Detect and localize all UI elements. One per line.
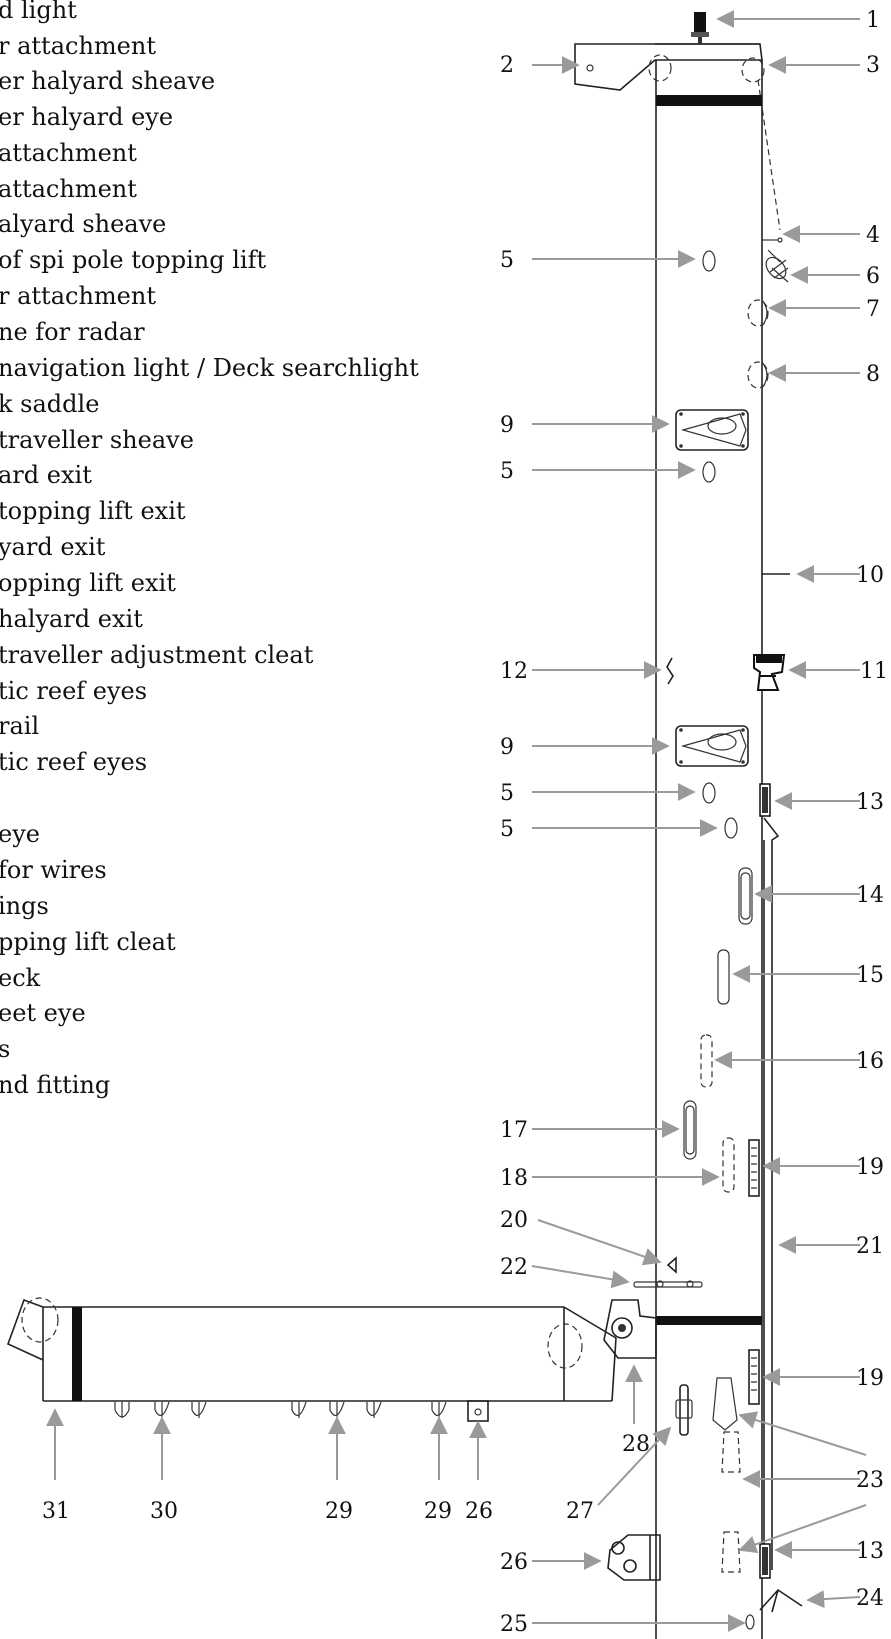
callout-21: 21 xyxy=(856,1234,884,1259)
callout-31: 31 xyxy=(42,1499,70,1524)
legend-item-1: d light xyxy=(0,0,77,24)
callout-26b: 26 xyxy=(500,1550,528,1575)
legend-item-16: yard exit xyxy=(0,533,106,561)
callout-5b: 5 xyxy=(500,459,514,484)
mast-band-boom xyxy=(656,1316,762,1325)
callout-9b: 9 xyxy=(500,735,514,760)
callout-18: 18 xyxy=(500,1166,528,1191)
legend-item-8: of spi pole topping lift xyxy=(0,246,266,274)
callout-19a: 19 xyxy=(856,1155,884,1180)
callout-5a: 5 xyxy=(500,248,514,273)
callout-8: 8 xyxy=(866,362,880,387)
legend-item-11: navigation light / Deck searchlight xyxy=(0,354,419,382)
masthead-crane xyxy=(574,43,763,91)
legend-item-17: opping lift exit xyxy=(0,569,176,597)
legend-item-29: eet eye xyxy=(0,999,86,1027)
halyard-exit-plate-upper xyxy=(675,409,749,451)
legend-item-26: ings xyxy=(0,892,49,920)
legend-item-9: r attachment xyxy=(0,282,156,310)
callout-17: 17 xyxy=(500,1118,528,1143)
callout-23: 23 xyxy=(856,1468,884,1493)
callout-11: 11 xyxy=(860,659,888,684)
halyard-exit-plate-lower xyxy=(675,725,749,767)
callout-numbers: 1 2 3 4 5 6 7 8 9 5 10 12 11 9 5 13 5 14… xyxy=(42,8,888,1637)
callout-28: 28 xyxy=(622,1432,650,1457)
callout-7: 7 xyxy=(866,297,880,322)
callout-5d: 5 xyxy=(500,817,514,842)
callout-25: 25 xyxy=(500,1612,528,1637)
legend-item-18: halyard exit xyxy=(0,605,143,633)
legend-item-28: eck xyxy=(0,964,41,992)
legend-item-10: ne for radar xyxy=(0,318,145,346)
legend-item-5: attachment xyxy=(0,139,137,167)
callout-5c: 5 xyxy=(500,781,514,806)
callout-26a: 26 xyxy=(465,1499,493,1524)
callout-14: 14 xyxy=(856,883,884,908)
callout-arrows xyxy=(46,10,867,1632)
callout-30: 30 xyxy=(150,1499,178,1524)
callout-10: 10 xyxy=(856,563,884,588)
callout-13a: 13 xyxy=(856,790,884,815)
callout-20: 20 xyxy=(500,1208,528,1233)
anchor-light xyxy=(691,12,709,44)
callout-15: 15 xyxy=(856,963,884,988)
gooseneck xyxy=(603,1299,657,1359)
legend-item-21: rail xyxy=(0,712,39,740)
callout-29b: 29 xyxy=(424,1499,452,1524)
legend-item-24: eye xyxy=(0,820,40,848)
callout-13b: 13 xyxy=(856,1539,884,1564)
mast-band-top xyxy=(656,95,762,106)
boom-band xyxy=(72,1307,82,1401)
callout-22: 22 xyxy=(500,1255,528,1280)
callout-6: 6 xyxy=(866,264,880,289)
callout-24: 24 xyxy=(856,1586,884,1611)
legend-item-30: s xyxy=(0,1035,10,1063)
legend-item-15: topping lift exit xyxy=(0,497,186,525)
callout-19b: 19 xyxy=(856,1366,884,1391)
callout-4: 4 xyxy=(866,223,880,248)
callout-27: 27 xyxy=(566,1499,594,1524)
mast xyxy=(574,12,803,1639)
callout-1: 1 xyxy=(866,8,880,33)
legend-item-22: tic reef eyes xyxy=(0,748,147,776)
callout-2: 2 xyxy=(500,53,514,78)
legend: d light r attachment er halyard sheave e… xyxy=(0,0,419,1099)
callout-12: 12 xyxy=(500,659,528,684)
steaming-light xyxy=(753,654,786,691)
legend-item-12: k saddle xyxy=(0,390,99,418)
legend-item-27: pping lift cleat xyxy=(0,928,176,956)
legend-item-2: r attachment xyxy=(0,32,156,60)
callout-16: 16 xyxy=(856,1049,884,1074)
callout-29a: 29 xyxy=(325,1499,353,1524)
boom xyxy=(6,1297,617,1422)
legend-item-20: tic reef eyes xyxy=(0,677,147,705)
winch-bracket xyxy=(607,1534,661,1581)
legend-item-19: traveller adjustment cleat xyxy=(0,641,314,669)
legend-item-13: traveller sheave xyxy=(0,426,194,454)
legend-item-14: ard exit xyxy=(0,461,92,489)
callout-3: 3 xyxy=(866,53,880,78)
callout-9a: 9 xyxy=(500,413,514,438)
legend-item-3: er halyard sheave xyxy=(0,67,215,95)
legend-item-25: for wires xyxy=(0,856,107,884)
legend-item-7: alyard sheave xyxy=(0,210,166,238)
legend-item-31: nd fitting xyxy=(0,1071,110,1099)
legend-item-6: attachment xyxy=(0,175,137,203)
legend-item-4: er halyard eye xyxy=(0,103,173,131)
